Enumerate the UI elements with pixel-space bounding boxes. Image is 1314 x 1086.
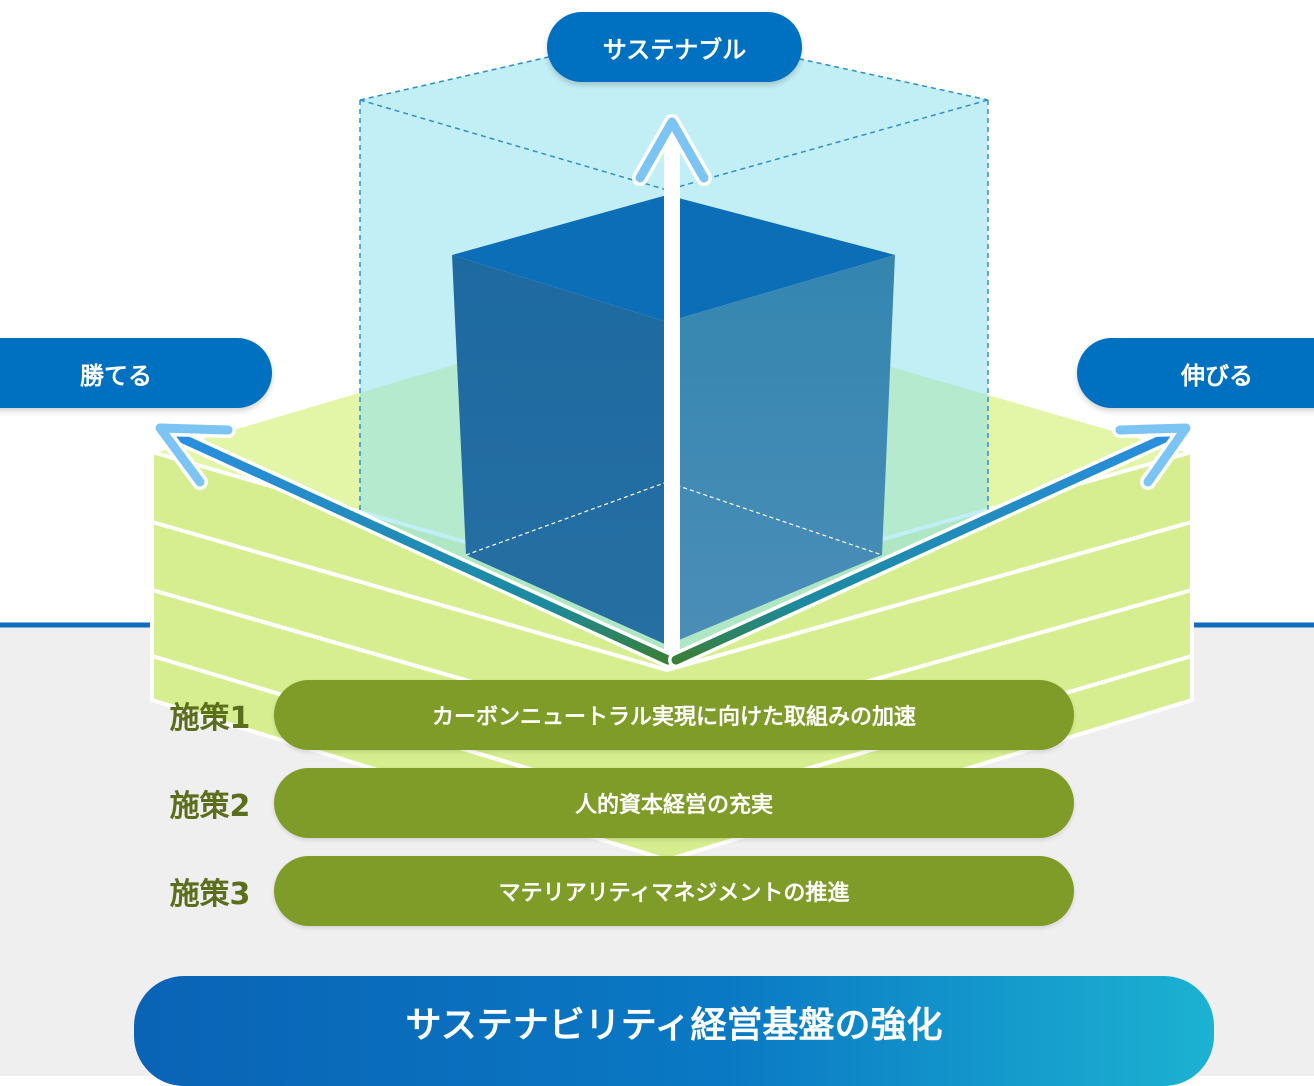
cube-left (452, 255, 667, 645)
axis-label-grow: 伸びる (1077, 338, 1314, 408)
cube-right (667, 255, 895, 645)
measure-row-3: 施策3 マテリアリティマネジメントの推進 (0, 856, 1314, 926)
measure-bar: カーボンニュートラル実現に向けた取組みの加速 (274, 680, 1074, 750)
measure-tag: 施策1 (169, 701, 251, 736)
measure-tag: 施策2 (169, 789, 251, 824)
measure-bar: マテリアリティマネジメントの推進 (274, 856, 1074, 926)
measure-row-1: 施策1 カーボンニュートラル実現に向けた取組みの加速 (0, 680, 1314, 750)
axis-label-sustainable: サステナブル (547, 12, 802, 82)
measure-tag: 施策3 (169, 877, 251, 912)
axis-label-win: 勝てる (0, 338, 272, 408)
foundation-banner: サステナビリティ経営基盤の強化 (134, 976, 1214, 1086)
measure-row-2: 施策2 人的資本経営の充実 (0, 768, 1314, 838)
axis-arrows (152, 114, 1194, 670)
measure-bar: 人的資本経営の充実 (274, 768, 1074, 838)
